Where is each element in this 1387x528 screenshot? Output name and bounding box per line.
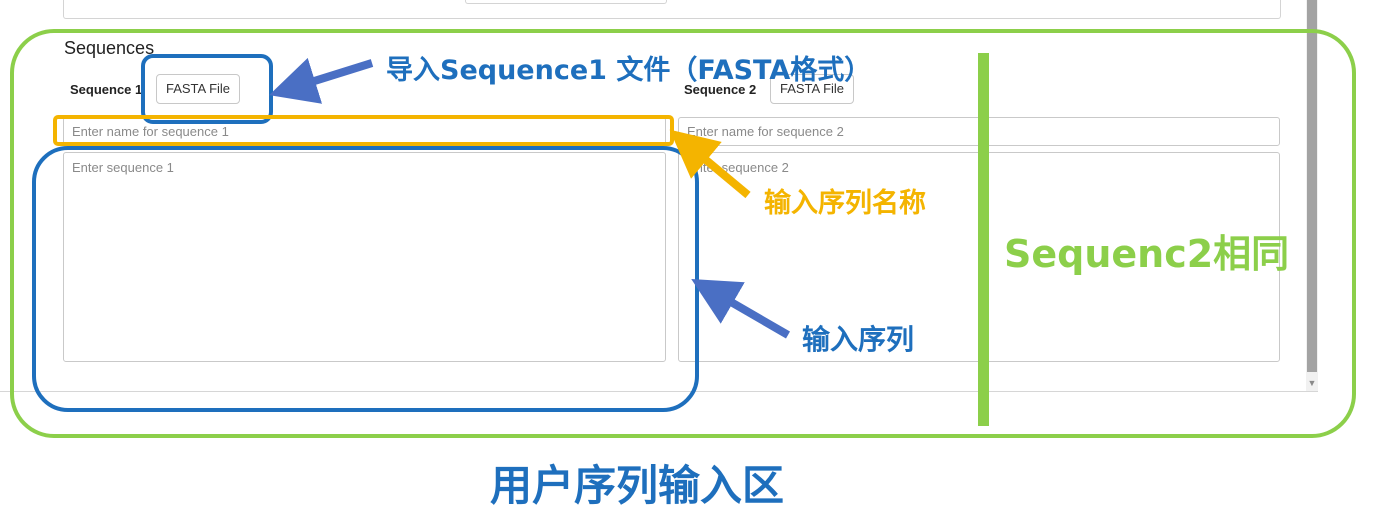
section-title: Sequences <box>64 38 155 58</box>
annotation-same-as-seq2: Sequenc2相同 <box>1004 232 1290 276</box>
arrow-to-fasta-button <box>269 57 374 104</box>
page-bottom-divider <box>0 391 1318 392</box>
fasta-button-highlight <box>141 54 273 124</box>
textarea-highlight <box>32 146 699 412</box>
scroll-down-arrow-icon[interactable]: ▼ <box>1307 378 1317 388</box>
sequence2-fasta-file-button[interactable]: FASTA File <box>770 74 854 104</box>
annotation-import-fasta: 导入Sequence1 文件（FASTA格式） <box>386 55 872 86</box>
input-area-highlight-frame <box>10 29 1356 438</box>
annotation-input-area: 用户序列输入区 <box>490 461 785 510</box>
arrow-to-name-input <box>669 129 751 199</box>
arrow-to-textarea <box>691 278 791 339</box>
sequence2-label: Sequence 2 <box>684 82 757 97</box>
scrollbar-thumb[interactable] <box>1307 0 1317 372</box>
sequence1-fasta-file-button[interactable]: FASTA File <box>156 74 240 104</box>
annotation-enter-name: 输入序列名称 <box>764 188 926 219</box>
sequence1-textarea[interactable]: Enter sequence 1 <box>63 152 666 362</box>
sequence-divider-bar <box>978 53 989 426</box>
previous-panel-border <box>63 0 1281 19</box>
previous-field-border <box>465 0 667 4</box>
sequence1-label: Sequence 1 <box>70 82 143 97</box>
annotation-enter-sequence: 输入序列 <box>802 323 915 356</box>
